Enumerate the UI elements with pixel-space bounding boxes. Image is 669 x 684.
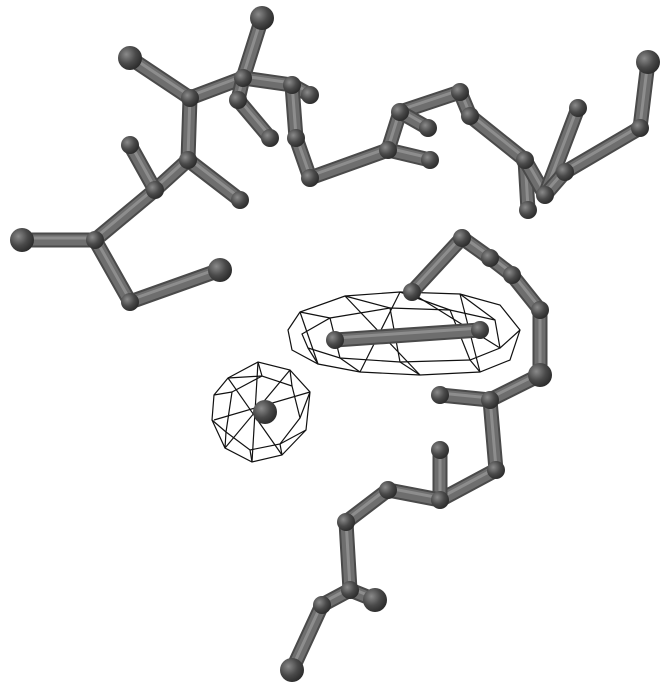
atom-sphere (487, 461, 505, 479)
bond-stick (394, 86, 466, 118)
bond-stick-highlight (563, 124, 642, 172)
atom-sphere (253, 400, 277, 424)
atom-sphere (421, 151, 439, 169)
atom-sphere (519, 201, 537, 219)
atom-sphere (280, 658, 304, 682)
atom-sphere (363, 588, 387, 612)
atom-sphere (431, 491, 449, 509)
bond-stick (434, 464, 502, 506)
atom-sphere (121, 293, 139, 311)
atom-sphere (453, 229, 471, 247)
atom-sphere (261, 129, 279, 147)
bond-stick-highlight (398, 88, 462, 112)
atom-sphere (229, 91, 247, 109)
atom-sphere (403, 283, 421, 301)
atom-sphere (179, 151, 197, 169)
atom-sphere (231, 191, 249, 209)
bond-stick-highlight (438, 466, 498, 500)
bond-stick-highlight (128, 266, 222, 302)
atom-sphere (283, 76, 301, 94)
atom-sphere (556, 163, 574, 181)
atom-sphere (516, 151, 534, 169)
bond-stick-highlight (186, 156, 242, 200)
atom-sphere (391, 103, 409, 121)
atom-sphere (631, 119, 649, 137)
atom-sphere (301, 86, 319, 104)
atom-sphere (419, 119, 437, 137)
atom-sphere (118, 46, 142, 70)
atom-sphere (431, 386, 449, 404)
bond-stick (464, 110, 531, 166)
bond-stick-highlight (488, 396, 498, 470)
bond-stick-highlight (344, 518, 352, 590)
bond-stick (89, 184, 161, 246)
atom-sphere (86, 231, 104, 249)
atom-sphere (313, 596, 331, 614)
bond-stick-highlight (308, 146, 390, 178)
atom-sphere (287, 129, 305, 147)
bond-stick (182, 154, 246, 206)
bond-stick-highlight (468, 112, 527, 160)
bond-stick (124, 52, 196, 104)
atom-sphere (146, 181, 164, 199)
atom-sphere (208, 258, 232, 282)
bond-stick-highlight (93, 186, 157, 240)
atom-sphere (569, 99, 587, 117)
atom-sphere (431, 441, 449, 459)
atom-sphere (181, 89, 199, 107)
bond-stick-highlight (290, 601, 324, 670)
atom-sphere (301, 169, 319, 187)
atom-sphere (503, 266, 521, 284)
bond-stick (304, 144, 394, 184)
bond-stick (559, 122, 646, 178)
atom-sphere (481, 249, 499, 267)
bond-stick-highlight (410, 234, 464, 292)
atom-sphere (379, 141, 397, 159)
atom-sphere (326, 331, 344, 349)
atom-spheres (10, 6, 660, 682)
atom-sphere (10, 228, 34, 252)
bond-stick (124, 264, 226, 308)
atom-sphere (471, 321, 489, 339)
atom-sphere (528, 363, 552, 387)
atom-sphere (481, 391, 499, 409)
atom-sphere (461, 107, 479, 125)
atom-sphere (341, 581, 359, 599)
atom-sphere (234, 69, 252, 87)
atom-sphere (379, 481, 397, 499)
atom-sphere (636, 50, 660, 74)
bond-stick (184, 72, 249, 104)
bond-stick (329, 324, 486, 346)
atom-sphere (531, 301, 549, 319)
atom-sphere (536, 186, 554, 204)
atom-sphere (121, 136, 139, 154)
bond-stick-highlight (93, 236, 132, 302)
atom-sphere (337, 513, 355, 531)
atom-sphere (250, 6, 274, 30)
bond-stick-highlight (333, 326, 482, 340)
atom-sphere (451, 83, 469, 101)
